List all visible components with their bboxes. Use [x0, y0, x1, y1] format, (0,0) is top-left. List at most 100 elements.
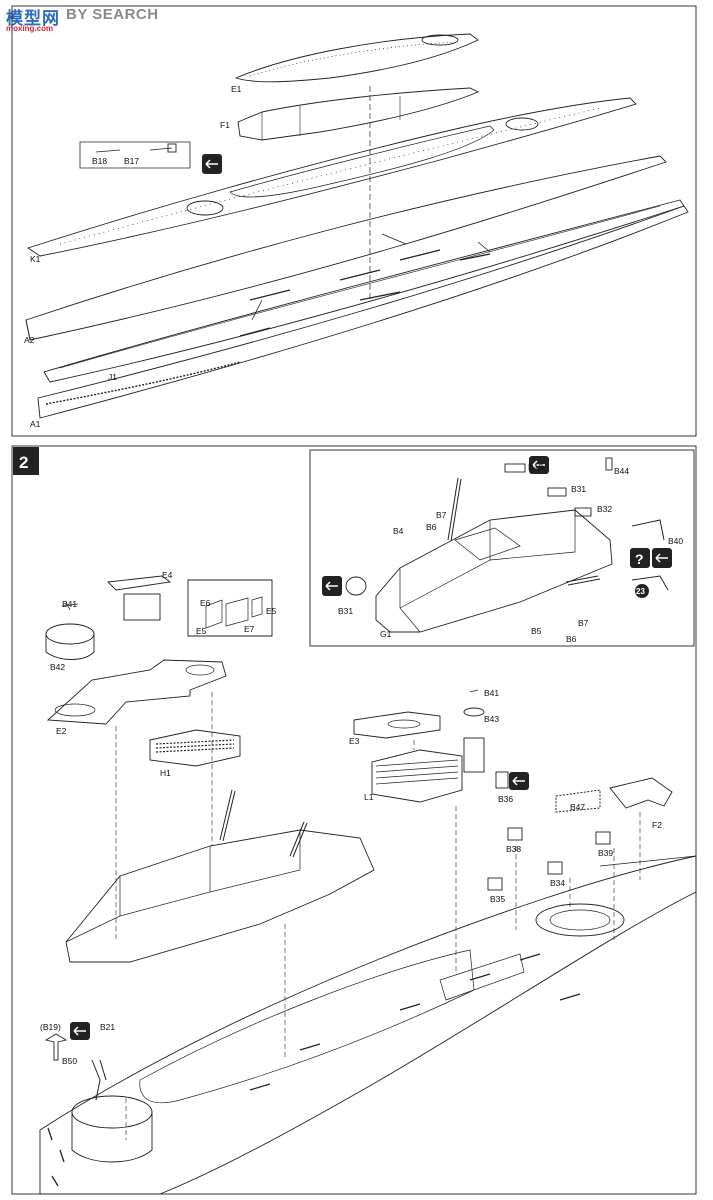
step1-panel — [11, 5, 697, 437]
label-L1: L1 — [364, 792, 374, 802]
watermark-url: moxing.com — [6, 24, 54, 33]
part-A1-hull — [37, 205, 689, 419]
part-F1-plate — [237, 87, 480, 141]
k1-forward-barbette — [186, 200, 224, 216]
part-B21 — [91, 1059, 107, 1101]
label-B40: B40 — [668, 536, 683, 546]
label-B50: B50 — [62, 1056, 77, 1066]
watermark-text: BY SEARCH — [66, 6, 159, 23]
label-B21: B21 — [100, 1022, 115, 1032]
part-B41-right — [469, 689, 479, 693]
label-E1: E1 — [231, 84, 242, 94]
part-B7-bottom-barrel — [565, 575, 601, 586]
label-B31-top: B31 — [571, 484, 586, 494]
part-B31-left — [345, 576, 367, 596]
turret-inset — [309, 449, 695, 647]
label-K1: K1 — [30, 254, 41, 264]
b17-b18-inset — [79, 141, 191, 169]
label-B7-bottom: B7 — [578, 618, 589, 628]
label-E6: E6 — [200, 598, 211, 608]
part-B35 — [487, 877, 503, 891]
part-B40 — [631, 519, 669, 591]
part-L1-structure — [371, 749, 463, 803]
part-B47 — [555, 789, 601, 813]
step-number: 2 — [19, 453, 28, 472]
gun-barrel-right — [289, 821, 308, 858]
label-B32: B32 — [597, 504, 612, 514]
label-B17: B17 — [124, 156, 139, 166]
part-bridge-structure — [65, 829, 375, 963]
label-F1: F1 — [220, 120, 230, 130]
label-E7: E7 — [244, 624, 255, 634]
label-B4: B4 — [393, 526, 404, 536]
part-E4 — [107, 575, 172, 591]
label-E5-left: E5 — [196, 626, 207, 636]
label-B31-left: B31 — [338, 606, 353, 616]
step-ref: 23 — [636, 587, 645, 596]
part-A2-hull — [25, 155, 667, 341]
k1-aft-barbette — [505, 117, 539, 131]
part-B10 — [504, 463, 526, 473]
step-ref-circle — [635, 584, 649, 598]
label-B36: B36 — [498, 794, 513, 804]
aft-barbette — [535, 903, 625, 937]
l1-tower — [463, 737, 485, 773]
label-B47: B47 — [570, 802, 585, 812]
part-main-deck — [39, 855, 697, 1195]
label-E4: E4 — [162, 570, 173, 580]
part-H1-structure — [149, 729, 241, 767]
label-B41-left: B41 — [62, 599, 77, 609]
label-A1: A1 — [30, 419, 41, 429]
part-F2 — [609, 777, 673, 809]
label-E2: E2 — [56, 726, 67, 736]
label-B39: B39 — [598, 848, 613, 858]
label-H1: H1 — [160, 768, 171, 778]
watermark-logo: 模型网 — [6, 9, 60, 28]
label-B5: B5 — [531, 626, 542, 636]
e1-barbette — [421, 34, 459, 46]
part-B43 — [463, 707, 485, 717]
label-E5-right: E5 — [266, 606, 277, 616]
part-B50 — [44, 1033, 68, 1061]
label-G1: G1 — [380, 629, 392, 639]
label-B41-right: B41 — [484, 688, 499, 698]
e5-e7-inset — [187, 579, 273, 637]
label-F2: F2 — [652, 820, 662, 830]
part-E4-box — [123, 593, 161, 621]
part-B7-top-barrel — [447, 477, 462, 542]
label-B7-top: B7 — [436, 510, 447, 520]
label-B18: B18 — [92, 156, 107, 166]
label-B35: B35 — [490, 894, 505, 904]
part-E1-deck — [234, 33, 479, 83]
forward-barbette — [71, 1095, 153, 1129]
part-B41-left — [61, 601, 79, 611]
assembly-lines — [115, 692, 641, 1140]
label-B38: B38 — [506, 844, 521, 854]
step2-number-box — [13, 447, 39, 475]
label-B34: B34 — [550, 878, 565, 888]
part-B39 — [595, 831, 611, 845]
label-B10: B10 — [528, 462, 543, 472]
part-K1-deck — [26, 97, 637, 257]
label-B43: B43 — [484, 714, 499, 724]
label-B42: B42 — [50, 662, 65, 672]
part-J1-hull — [43, 199, 685, 383]
part-B42-turret — [45, 623, 95, 645]
label-E3: E3 — [349, 736, 360, 746]
label-B6-bottom: B6 — [566, 634, 577, 644]
step2-panel — [11, 445, 697, 1195]
part-E2-deck — [46, 659, 227, 725]
watermark: 模型网 BY SEARCH moxing.com — [6, 4, 166, 34]
part-B31-top — [547, 487, 567, 497]
part-B38 — [507, 827, 523, 841]
part-E3 — [353, 711, 441, 739]
label-B44: B44 — [614, 466, 629, 476]
label-A2: A2 — [24, 335, 35, 345]
question-badge — [630, 548, 650, 568]
part-G1-turret-base — [375, 509, 613, 633]
part-B36 — [495, 771, 509, 789]
label-B19: (B19) — [40, 1022, 61, 1032]
gun-barrel-left — [219, 789, 236, 842]
part-B34 — [547, 861, 563, 875]
